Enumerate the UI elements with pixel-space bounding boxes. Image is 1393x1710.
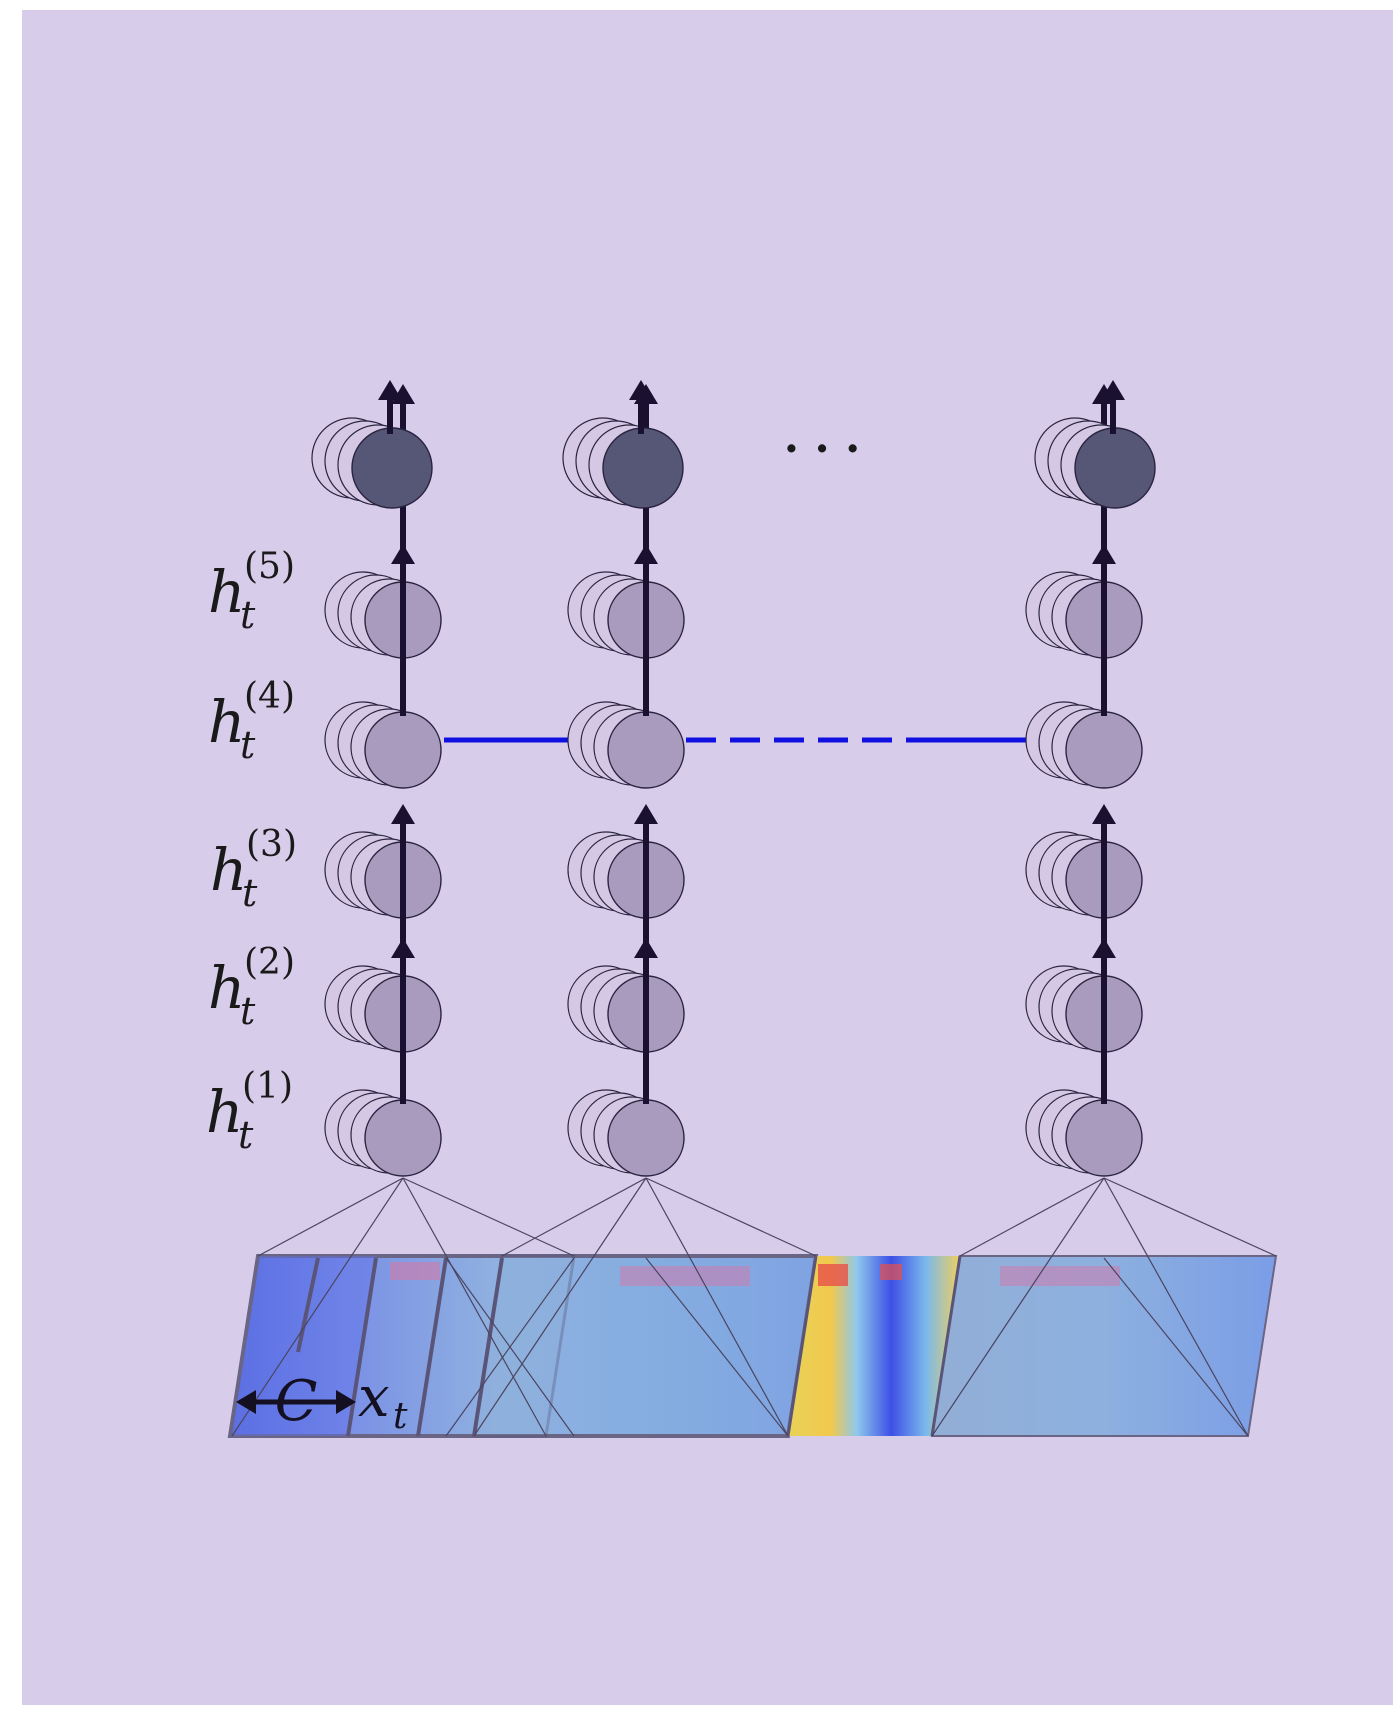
hidden-node-stack-layer-4 <box>567 701 685 789</box>
spectrogram <box>227 1254 1278 1438</box>
svg-text:(2): (2) <box>244 942 295 983</box>
hidden-node-stack-layer-4 <box>1025 701 1143 789</box>
svg-text:h: h <box>206 1078 243 1146</box>
spectrogram-segment-middle <box>788 1256 960 1436</box>
up-arrow-icon <box>1092 804 1116 980</box>
up-arrow-icon <box>378 380 402 434</box>
svg-text:t: t <box>240 989 256 1033</box>
layer-label-1: h t (1) <box>206 1066 293 1157</box>
up-arrow-icon <box>1101 380 1125 434</box>
output-node-stack <box>562 417 684 509</box>
svg-text:(4): (4) <box>244 676 295 717</box>
svg-text:t: t <box>240 593 256 637</box>
node <box>1065 1099 1143 1177</box>
svg-text:h: h <box>208 954 245 1022</box>
hidden-node-stack-layer-5 <box>1025 571 1143 659</box>
context-window <box>232 1256 376 1436</box>
svg-text:t: t <box>238 1113 254 1157</box>
svg-text:(1): (1) <box>242 1066 293 1107</box>
svg-text:h: h <box>208 558 245 626</box>
svg-text:(3): (3) <box>246 824 297 865</box>
svg-text:h: h <box>208 688 245 756</box>
node <box>607 711 685 789</box>
layer-label-2: h t (2) <box>208 942 295 1033</box>
hidden-node-stack-layer-5 <box>567 571 685 659</box>
node <box>364 1099 442 1177</box>
left-right-arrow-icon <box>236 1390 356 1414</box>
hidden-node-stack-layer-1 <box>567 1089 685 1177</box>
up-arrow-icon <box>629 380 653 434</box>
context-label: C <box>275 1369 318 1434</box>
up-arrow-icon <box>634 804 658 980</box>
hidden-node-stack-layer-4 <box>324 701 442 789</box>
node <box>351 427 433 509</box>
context-label-group: C x t <box>236 1365 408 1437</box>
layer-label-4: h t (4) <box>208 676 295 767</box>
node-columns <box>311 380 1156 1177</box>
svg-text:t: t <box>242 871 258 915</box>
layer-label-5: h t (5) <box>208 546 295 637</box>
node-column-1 <box>311 380 442 1177</box>
hidden-node-stack-layer-3 <box>567 831 685 919</box>
svg-text:h: h <box>210 836 247 904</box>
node <box>1065 711 1143 789</box>
input-label: x <box>358 1365 390 1430</box>
output-node-stack <box>1034 417 1156 509</box>
node <box>607 1099 685 1177</box>
node-column-3 <box>1025 380 1156 1177</box>
node <box>1074 427 1156 509</box>
layer-label-3: h t (3) <box>210 824 297 915</box>
fan-in-lines <box>231 1177 1277 1437</box>
up-arrow-icon <box>391 804 415 980</box>
ellipsis: . . . <box>784 412 861 463</box>
svg-text:t: t <box>240 723 256 767</box>
node-column-2 <box>562 380 685 1177</box>
output-node-stack <box>311 417 433 509</box>
node <box>364 711 442 789</box>
svg-text:(5): (5) <box>244 546 295 587</box>
node <box>602 427 684 509</box>
input-label-sub: t <box>393 1396 408 1437</box>
hidden-node-stack-layer-1 <box>1025 1089 1143 1177</box>
hidden-node-stack-layer-1 <box>324 1089 442 1177</box>
